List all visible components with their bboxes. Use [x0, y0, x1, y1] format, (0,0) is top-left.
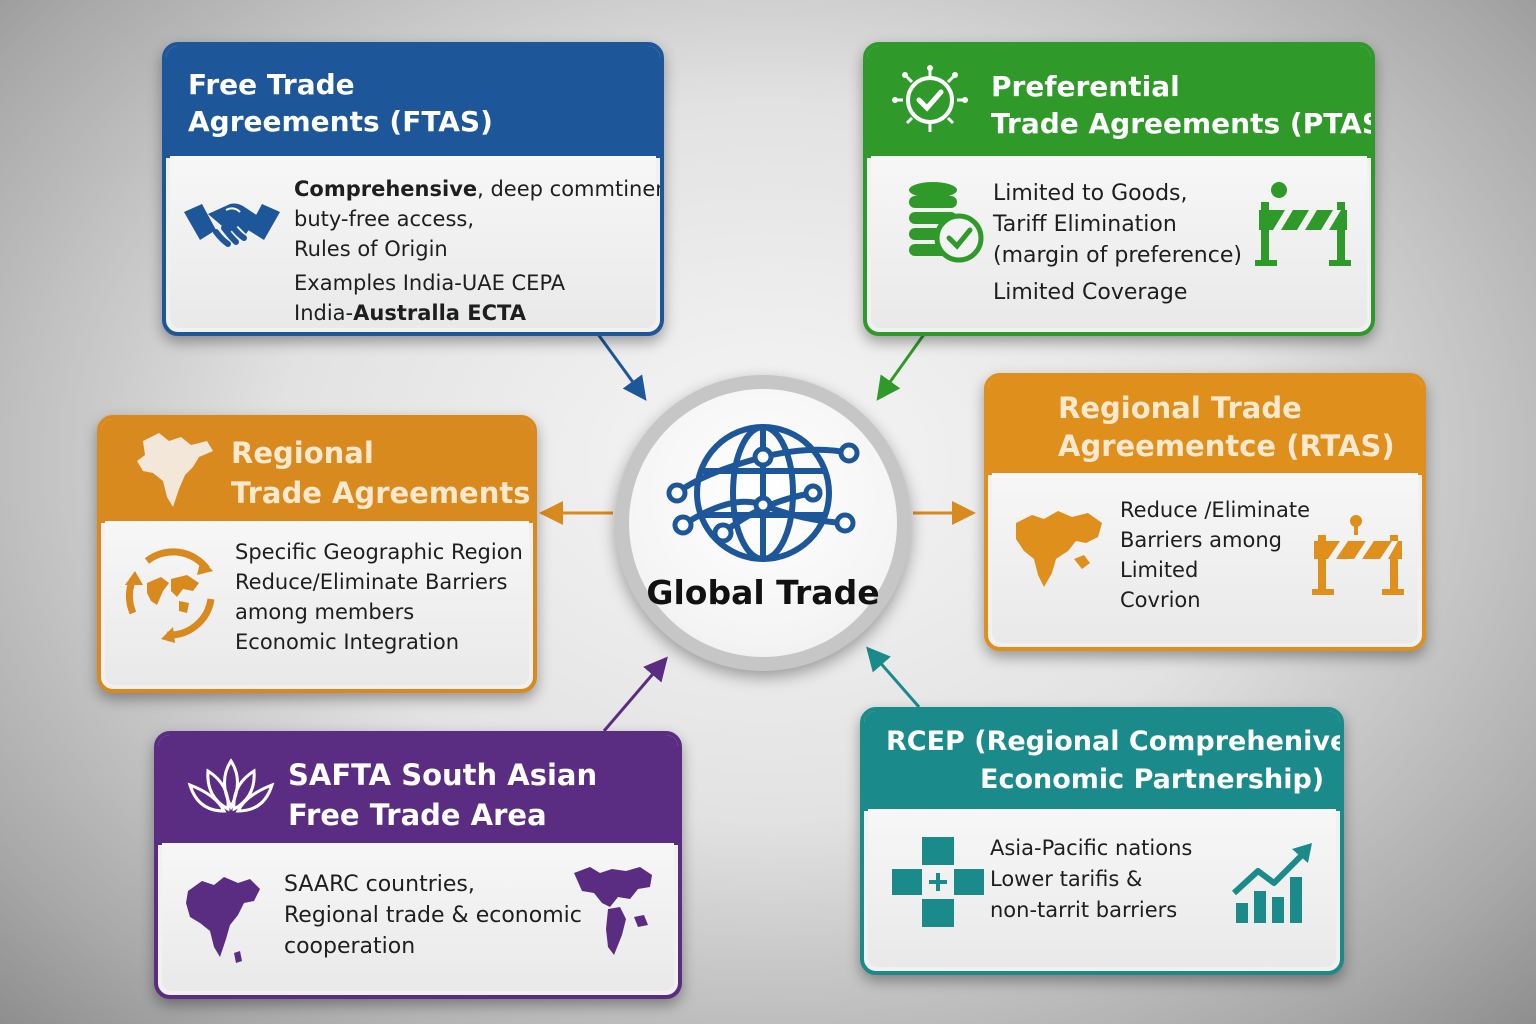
fta-line5-bold: Australla ECTA — [353, 301, 526, 325]
fta-text: Comprehensive, deep commtinents. buty-fr… — [294, 174, 660, 328]
safta-text: SAARC countries, Regional trade & econom… — [284, 869, 582, 962]
fta-line4: Examples India-UAE CEPA — [294, 271, 566, 295]
rcep-header: RCEP (Regional Comprehenive Economic Par… — [864, 711, 1340, 811]
rta-left-title-line1: Regional — [231, 436, 374, 470]
rta-right-text: Reduce /Eliminate Barriers among Limited… — [1120, 495, 1310, 615]
rta-right-title-line2: Agreementce (RTAS) — [1058, 429, 1395, 463]
global-trade-hub: Global Trade — [615, 375, 911, 671]
safta-title-line2: Free Trade Area — [288, 798, 547, 832]
rcep-text: Asia-Pacific nations Lower tarifis & non… — [990, 833, 1192, 926]
globe-network-icon — [666, 424, 860, 562]
rta-left-body: Specific Geographic Region Reduce/Elimin… — [105, 521, 529, 685]
fta-line1-bold: Comprehensive — [294, 177, 478, 201]
rcep-body: Asia-Pacific nations Lower tarifis & non… — [868, 809, 1336, 967]
rta-left-card: Regional Trade Agreements Specific Geogr… — [97, 415, 537, 693]
safta-body: SAARC countries, Regional trade & econom… — [162, 843, 674, 991]
arrow-rcep-to-center — [866, 646, 921, 708]
arrow-safta-to-center — [602, 656, 668, 732]
rta-right-line4: Covrion — [1120, 588, 1201, 612]
fta-body: Comprehensive, deep commtinents. buty-fr… — [170, 156, 660, 328]
india-map-icon — [137, 433, 213, 507]
rta-right-header: Regional Trade Agreementce (RTAS) — [988, 377, 1422, 475]
pta-line1: Limited to Goods, — [993, 181, 1188, 206]
handshake-icon — [184, 203, 280, 247]
rta-left-title-line2: Trade Agreements — [231, 476, 531, 510]
arrow-fta-to-center — [593, 329, 647, 401]
fta-line1: Comprehensive, deep commtinents. — [294, 174, 660, 204]
rcep-title-line1: RCEP (Regional Comprehenive — [886, 726, 1344, 757]
rcep-card: RCEP (Regional Comprehenive Economic Par… — [860, 707, 1344, 975]
fta-line2: buty-free access, — [294, 207, 475, 231]
fta-line3: Rules of Origin — [294, 237, 448, 261]
fta-card: Free Trade Agreements (FTAS) Comprehensi… — [162, 42, 664, 336]
coin-stack-check-icon — [909, 182, 984, 263]
safta-line2: Regional trade & economic — [284, 903, 582, 928]
fta-line1-rest: , deep commtinents. — [477, 177, 660, 201]
pta-line4: Limited Coverage — [993, 280, 1188, 305]
fta-title-line1: Free Trade — [188, 68, 355, 101]
rta-right-body: Reduce /Eliminate Barriers among Limited… — [992, 473, 1418, 643]
arrow-pta-to-center — [876, 332, 927, 401]
rcep-title-line2: Economic Partnership) — [980, 764, 1325, 795]
rta-left-line4: Economic Integration — [235, 630, 460, 654]
barrier-person-icon — [1255, 182, 1351, 266]
pta-text: Limited to Goods, Tariff Elimination (ma… — [993, 178, 1242, 308]
fta-line5: India-Australla ECTA — [294, 298, 660, 328]
puzzle-cross-icon — [892, 837, 984, 927]
pta-line3: (margin of preference) — [993, 243, 1242, 268]
safta-card: SAFTA South Asian Free Trade Area SAARC … — [154, 731, 682, 999]
pta-title-line1: Preferential — [991, 70, 1180, 103]
world-cycle-icon — [125, 548, 215, 643]
pta-line2: Tariff Elimination — [993, 212, 1177, 237]
fta-line5-prefix: India- — [294, 301, 354, 325]
safta-title-line1: SAFTA South Asian — [288, 758, 598, 792]
growth-chart-icon — [1231, 843, 1312, 923]
safta-header: SAFTA South Asian Free Trade Area — [158, 735, 678, 845]
safta-line1: SAARC countries, — [284, 872, 475, 897]
pta-card: Preferential Trade Agreements (PTAS) Lim… — [863, 42, 1375, 336]
rcep-line3: non-tarrit barriers — [990, 898, 1178, 922]
fta-header: Free Trade Agreements (FTAS) — [166, 46, 660, 158]
rta-left-line3: among members — [235, 600, 415, 624]
rta-right-line3: Limited — [1120, 558, 1199, 582]
rta-left-line1: Specific Geographic Region — [235, 540, 523, 564]
safta-line3: cooperation — [284, 934, 416, 959]
rcep-line1: Asia-Pacific nations — [990, 836, 1193, 860]
rta-right-line1: Reduce /Eliminate — [1120, 498, 1310, 522]
south-asia-map-icon — [186, 877, 260, 963]
pta-header: Preferential Trade Agreements (PTAS) — [867, 46, 1371, 158]
barrier-icon — [1312, 515, 1404, 595]
rta-left-header: Regional Trade Agreements — [101, 419, 533, 523]
world-map-icon — [574, 867, 652, 955]
rcep-line2: Lower tarifis & — [990, 867, 1143, 891]
target-check-icon — [892, 65, 968, 132]
rta-left-line2: Reduce/Eliminate Barriers — [235, 570, 508, 594]
pta-title-line2: Trade Agreements (PTAS) — [991, 107, 1375, 140]
rta-left-text: Specific Geographic Region Reduce/Elimin… — [235, 537, 523, 657]
rta-right-title-line1: Regional Trade — [1058, 391, 1302, 425]
rta-right-card: Regional Trade Agreementce (RTAS) Reduce… — [984, 373, 1426, 651]
hub-title: Global Trade — [646, 573, 880, 612]
rta-right-line2: Barriers among — [1120, 528, 1282, 552]
region-map-icon — [1016, 511, 1102, 587]
lotus-icon — [187, 758, 275, 813]
pta-body: Limited to Goods, Tariff Elimination (ma… — [871, 156, 1367, 328]
fta-title-line2: Agreements (FTAS) — [188, 105, 493, 138]
